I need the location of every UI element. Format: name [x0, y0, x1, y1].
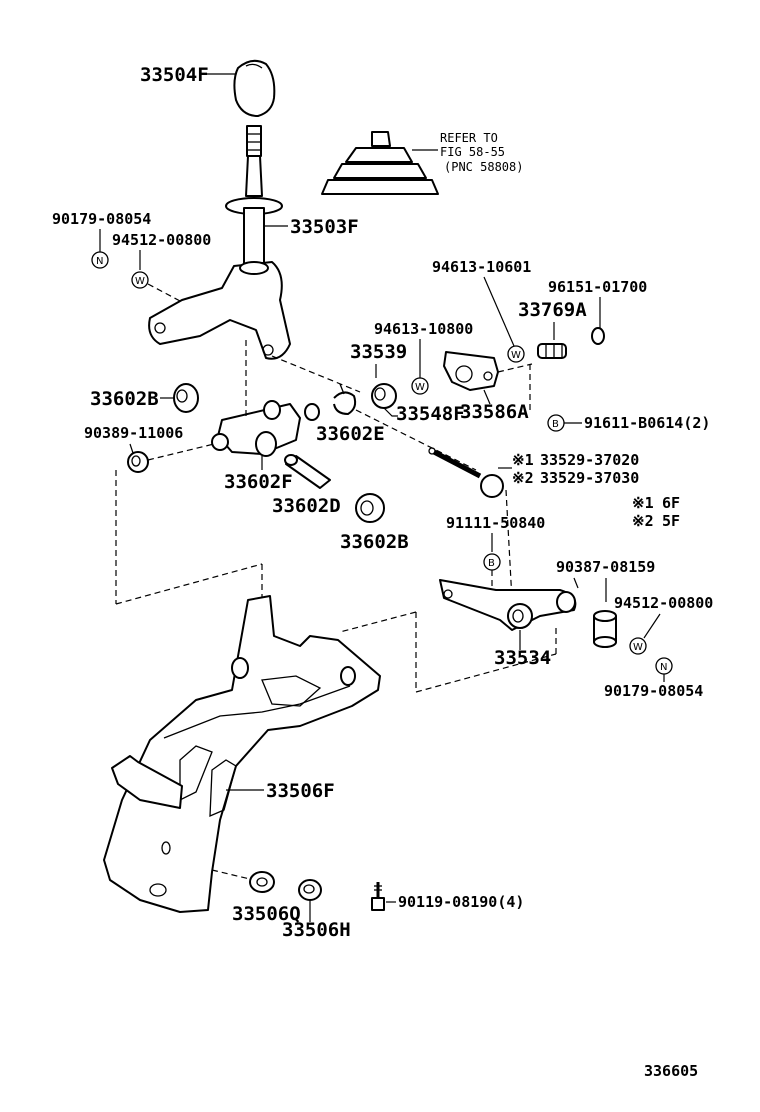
label-bushing-33602B-bottom: 33602B	[340, 531, 409, 553]
pin-33602D	[284, 454, 331, 489]
collar-33548F	[371, 383, 397, 409]
label-lever-33534: 33534	[494, 647, 551, 669]
shaft-33529	[428, 447, 504, 498]
legend-mark1: ※1	[632, 494, 654, 512]
bushing-90389	[127, 451, 149, 473]
legend-mark1-a: ※1	[512, 451, 534, 469]
label-washer-top: 94512-00800	[112, 231, 211, 249]
dash-lever-right	[271, 355, 361, 393]
b-letter-91111: B	[488, 558, 495, 569]
w-marker-10800	[411, 377, 429, 395]
label-washer-10601: 94613-10601	[432, 258, 531, 276]
label-bracket-33506F: 33506F	[266, 780, 335, 802]
shift-boot	[321, 131, 439, 195]
dash-lever-left	[339, 611, 417, 633]
dash-block	[497, 363, 533, 373]
dash-bracket-bushing	[211, 869, 255, 881]
label-spring: 33769A	[518, 299, 587, 321]
refer-line1: REFER TO	[440, 131, 498, 145]
n-letter-right: N	[660, 662, 667, 673]
bushing-33602B-left	[173, 383, 199, 413]
diagram-id: 336605	[644, 1062, 698, 1080]
bushing-33506Q	[249, 871, 275, 893]
dash-shaft-down	[505, 489, 513, 601]
label-knob: 33504F	[140, 64, 209, 86]
w-letter-right: W	[633, 642, 643, 653]
label-bushing-90389: 90389-11006	[84, 424, 183, 442]
lever-33534	[439, 579, 577, 631]
label-bolt-91111: 91111-50840	[446, 514, 545, 532]
bushing-33506H	[298, 879, 322, 901]
label-shaft-33529-a: 33529-37020	[540, 451, 639, 469]
spring-33769A	[537, 343, 567, 359]
leader-33548F	[383, 407, 398, 417]
leader-33586A	[483, 389, 491, 405]
label-nut-top: 90179-08054	[52, 210, 151, 228]
block-33586A	[443, 351, 499, 391]
leader-90387	[573, 577, 579, 589]
label-block-33586A: 33586A	[460, 401, 529, 423]
shaft-33602F	[211, 400, 320, 457]
refer-line3: (PNC 58808)	[444, 160, 523, 174]
refer-line2: FIG 58-55	[440, 145, 505, 159]
leader-washer-10601	[483, 276, 515, 347]
w-letter-10800: W	[415, 382, 425, 393]
label-shaft-33602F: 33602F	[224, 471, 293, 493]
label-lever: 33503F	[290, 216, 359, 238]
clip-ring	[591, 327, 605, 345]
b-letter-91611: B	[552, 419, 559, 430]
dash-washer-top	[147, 283, 183, 303]
label-clip-33602E: 33602E	[316, 423, 385, 445]
shift-lever	[148, 125, 291, 360]
label-bushing-33602B-left: 33602B	[90, 388, 159, 410]
label-clip-96151: 96151-01700	[548, 278, 647, 296]
clip-33602E	[333, 383, 357, 415]
n-letter-top: N	[96, 256, 103, 267]
dash-lever-bottom	[415, 653, 557, 693]
label-shaft-33529-b: 33529-37030	[540, 469, 639, 487]
w-letter-top: W	[135, 276, 145, 287]
legend-6f: 6F	[662, 494, 680, 512]
n-marker-top	[91, 251, 109, 269]
w-letter-10601: W	[511, 350, 521, 361]
w-marker-top	[131, 271, 149, 289]
legend-5f: 5F	[662, 512, 680, 530]
label-bushing-33506H: 33506H	[282, 919, 351, 941]
label-bolt-91611: 91611-B0614(2)	[584, 414, 710, 432]
legend-mark2-a: ※2	[512, 469, 534, 487]
bolt-90119	[371, 882, 385, 911]
leader-washer-right	[643, 613, 661, 639]
label-nut-right: 90179-08054	[604, 682, 703, 700]
label-bolt-90119: 90119-08190(4)	[398, 893, 524, 911]
bushing-33602B-bottom	[355, 493, 385, 523]
w-marker-right	[629, 637, 647, 655]
dash-to-shaft	[355, 409, 477, 471]
dash-left-h	[115, 563, 263, 605]
label-pin-90387: 90387-08159	[556, 558, 655, 576]
label-collar-33548F: 33548F	[396, 403, 465, 425]
label-bushing-33539: 33539	[350, 341, 407, 363]
bracket-33506F	[103, 595, 381, 913]
label-bushing-33506Q: 33506Q	[232, 903, 301, 925]
shift-knob	[233, 59, 276, 117]
w-marker-10601	[507, 345, 525, 363]
legend-mark2: ※2	[632, 512, 654, 530]
pin-90387	[593, 610, 617, 648]
label-washer-10800: 94613-10800	[374, 320, 473, 338]
label-pin-33602D: 33602D	[272, 495, 341, 517]
label-washer-right: 94512-00800	[614, 594, 713, 612]
dash-90389	[147, 443, 215, 461]
